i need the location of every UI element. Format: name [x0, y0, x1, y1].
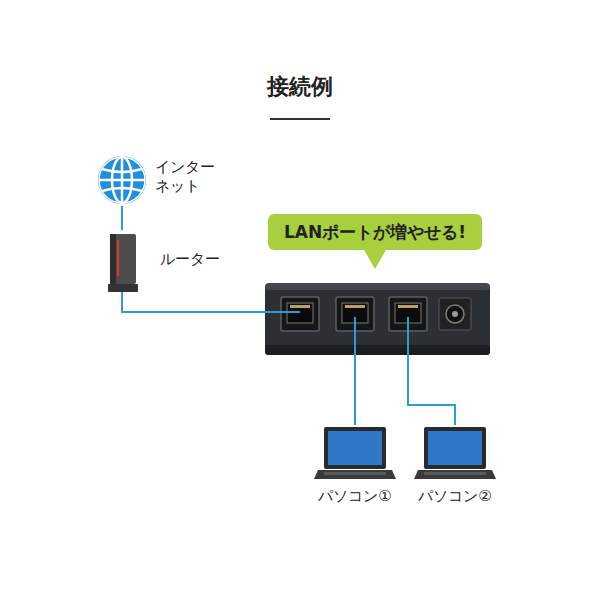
diagram-title: 接続例	[0, 72, 600, 102]
router-node: ルーター	[100, 230, 210, 292]
internet-node: インター ネット	[95, 152, 215, 206]
node-label: パソコン①	[314, 487, 396, 506]
node-label: パソコン②	[414, 487, 496, 506]
lan-cable	[121, 206, 123, 230]
switch-node: LANポートが増やせる!	[265, 283, 490, 355]
switching-hub	[265, 283, 490, 355]
pc-node: パソコン①	[314, 425, 396, 509]
lan-cable	[408, 355, 455, 425]
pc-node: パソコン②	[414, 425, 496, 509]
callout-text: LANポートが増やせる!	[268, 214, 482, 250]
laptop-icon	[314, 425, 396, 485]
callout-pointer	[364, 250, 386, 269]
lan-cable	[354, 355, 356, 425]
lan-cable	[122, 292, 265, 312]
node-label: インター ネット	[155, 158, 224, 196]
node-label: ルーター	[160, 250, 220, 269]
title-underline	[270, 118, 330, 120]
laptop-icon	[414, 425, 496, 485]
